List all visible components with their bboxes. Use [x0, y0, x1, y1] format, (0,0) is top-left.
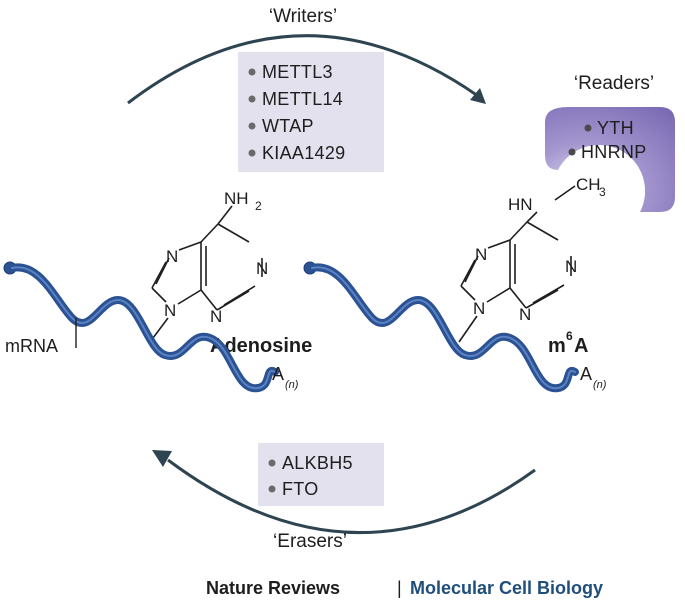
mrna-label: mRNA: [5, 336, 58, 356]
ring-n3: N: [210, 307, 222, 326]
bullet-icon: [248, 122, 256, 130]
m6a-ring-n1: N: [565, 257, 577, 276]
footer-separator: |: [397, 578, 402, 598]
erasers-title: ‘Erasers’: [273, 531, 347, 552]
m6a-hn: HN: [508, 195, 533, 214]
m6a-methyl-sub: 3: [599, 185, 606, 199]
footer-subject: Molecular Cell Biology: [410, 578, 603, 598]
erasers-arrow: [167, 458, 536, 535]
adenosine-nh: NH: [224, 189, 249, 208]
m6a-ring-n7: N: [475, 245, 487, 264]
right-polya-tail: A: [580, 364, 592, 384]
bullet-icon: [268, 459, 276, 467]
m6a-label-sup: 6: [566, 329, 573, 343]
left-polya-tail: A: [272, 364, 284, 384]
eraser-item-2: FTO: [282, 479, 319, 499]
ring-n7: N: [166, 247, 178, 266]
bullet-icon: [268, 485, 276, 493]
writer-item-1: METTL3: [262, 62, 333, 82]
writers-list: METTL3 METTL14 WTAP KIAA1429: [248, 62, 345, 163]
bullet-icon: [248, 68, 256, 76]
ring-n9: N: [164, 301, 176, 320]
reader-item-1: YTH: [597, 118, 634, 138]
m6a-ring-n3: N: [519, 305, 531, 324]
writer-item-3: WTAP: [262, 116, 314, 136]
writers-title: ‘Writers’: [269, 6, 337, 27]
reader-item-2: HNRNP: [581, 142, 647, 162]
m6a-label-a: A: [574, 335, 588, 357]
bullet-icon: [248, 149, 256, 157]
erasers-arrowhead: [152, 450, 172, 467]
adenosine-nh-sub: 2: [255, 199, 262, 213]
bullet-icon: [248, 95, 256, 103]
writer-item-2: METTL14: [262, 89, 343, 109]
readers-box: [545, 107, 675, 212]
ring-n1: N: [256, 259, 268, 278]
adenosine-label: Adenosine: [210, 335, 312, 357]
m6a-structure: [458, 185, 576, 343]
m6a-methyl: CH: [576, 175, 601, 194]
right-polya-sub: (n): [593, 379, 607, 391]
writer-item-4: KIAA1429: [262, 143, 345, 163]
m6a-label-m: m: [548, 335, 566, 357]
m6a-ring-n9: N: [473, 299, 485, 318]
readers-title: ‘Readers’: [574, 73, 654, 94]
writers-arrowhead: [470, 88, 486, 104]
ribbon-highlight: [11, 266, 276, 390]
writers-arrow: [127, 34, 479, 105]
writers-box: [238, 52, 384, 172]
left-polya-sub: (n): [285, 379, 299, 391]
bullet-icon: [568, 148, 576, 156]
ribbon-highlight: [311, 266, 576, 390]
eraser-item-1: ALKBH5: [282, 453, 353, 473]
bullet-icon: [584, 124, 592, 132]
erasers-box: [258, 443, 384, 506]
footer-journal: Nature Reviews: [206, 578, 340, 598]
adenosine-structure: [149, 205, 263, 343]
